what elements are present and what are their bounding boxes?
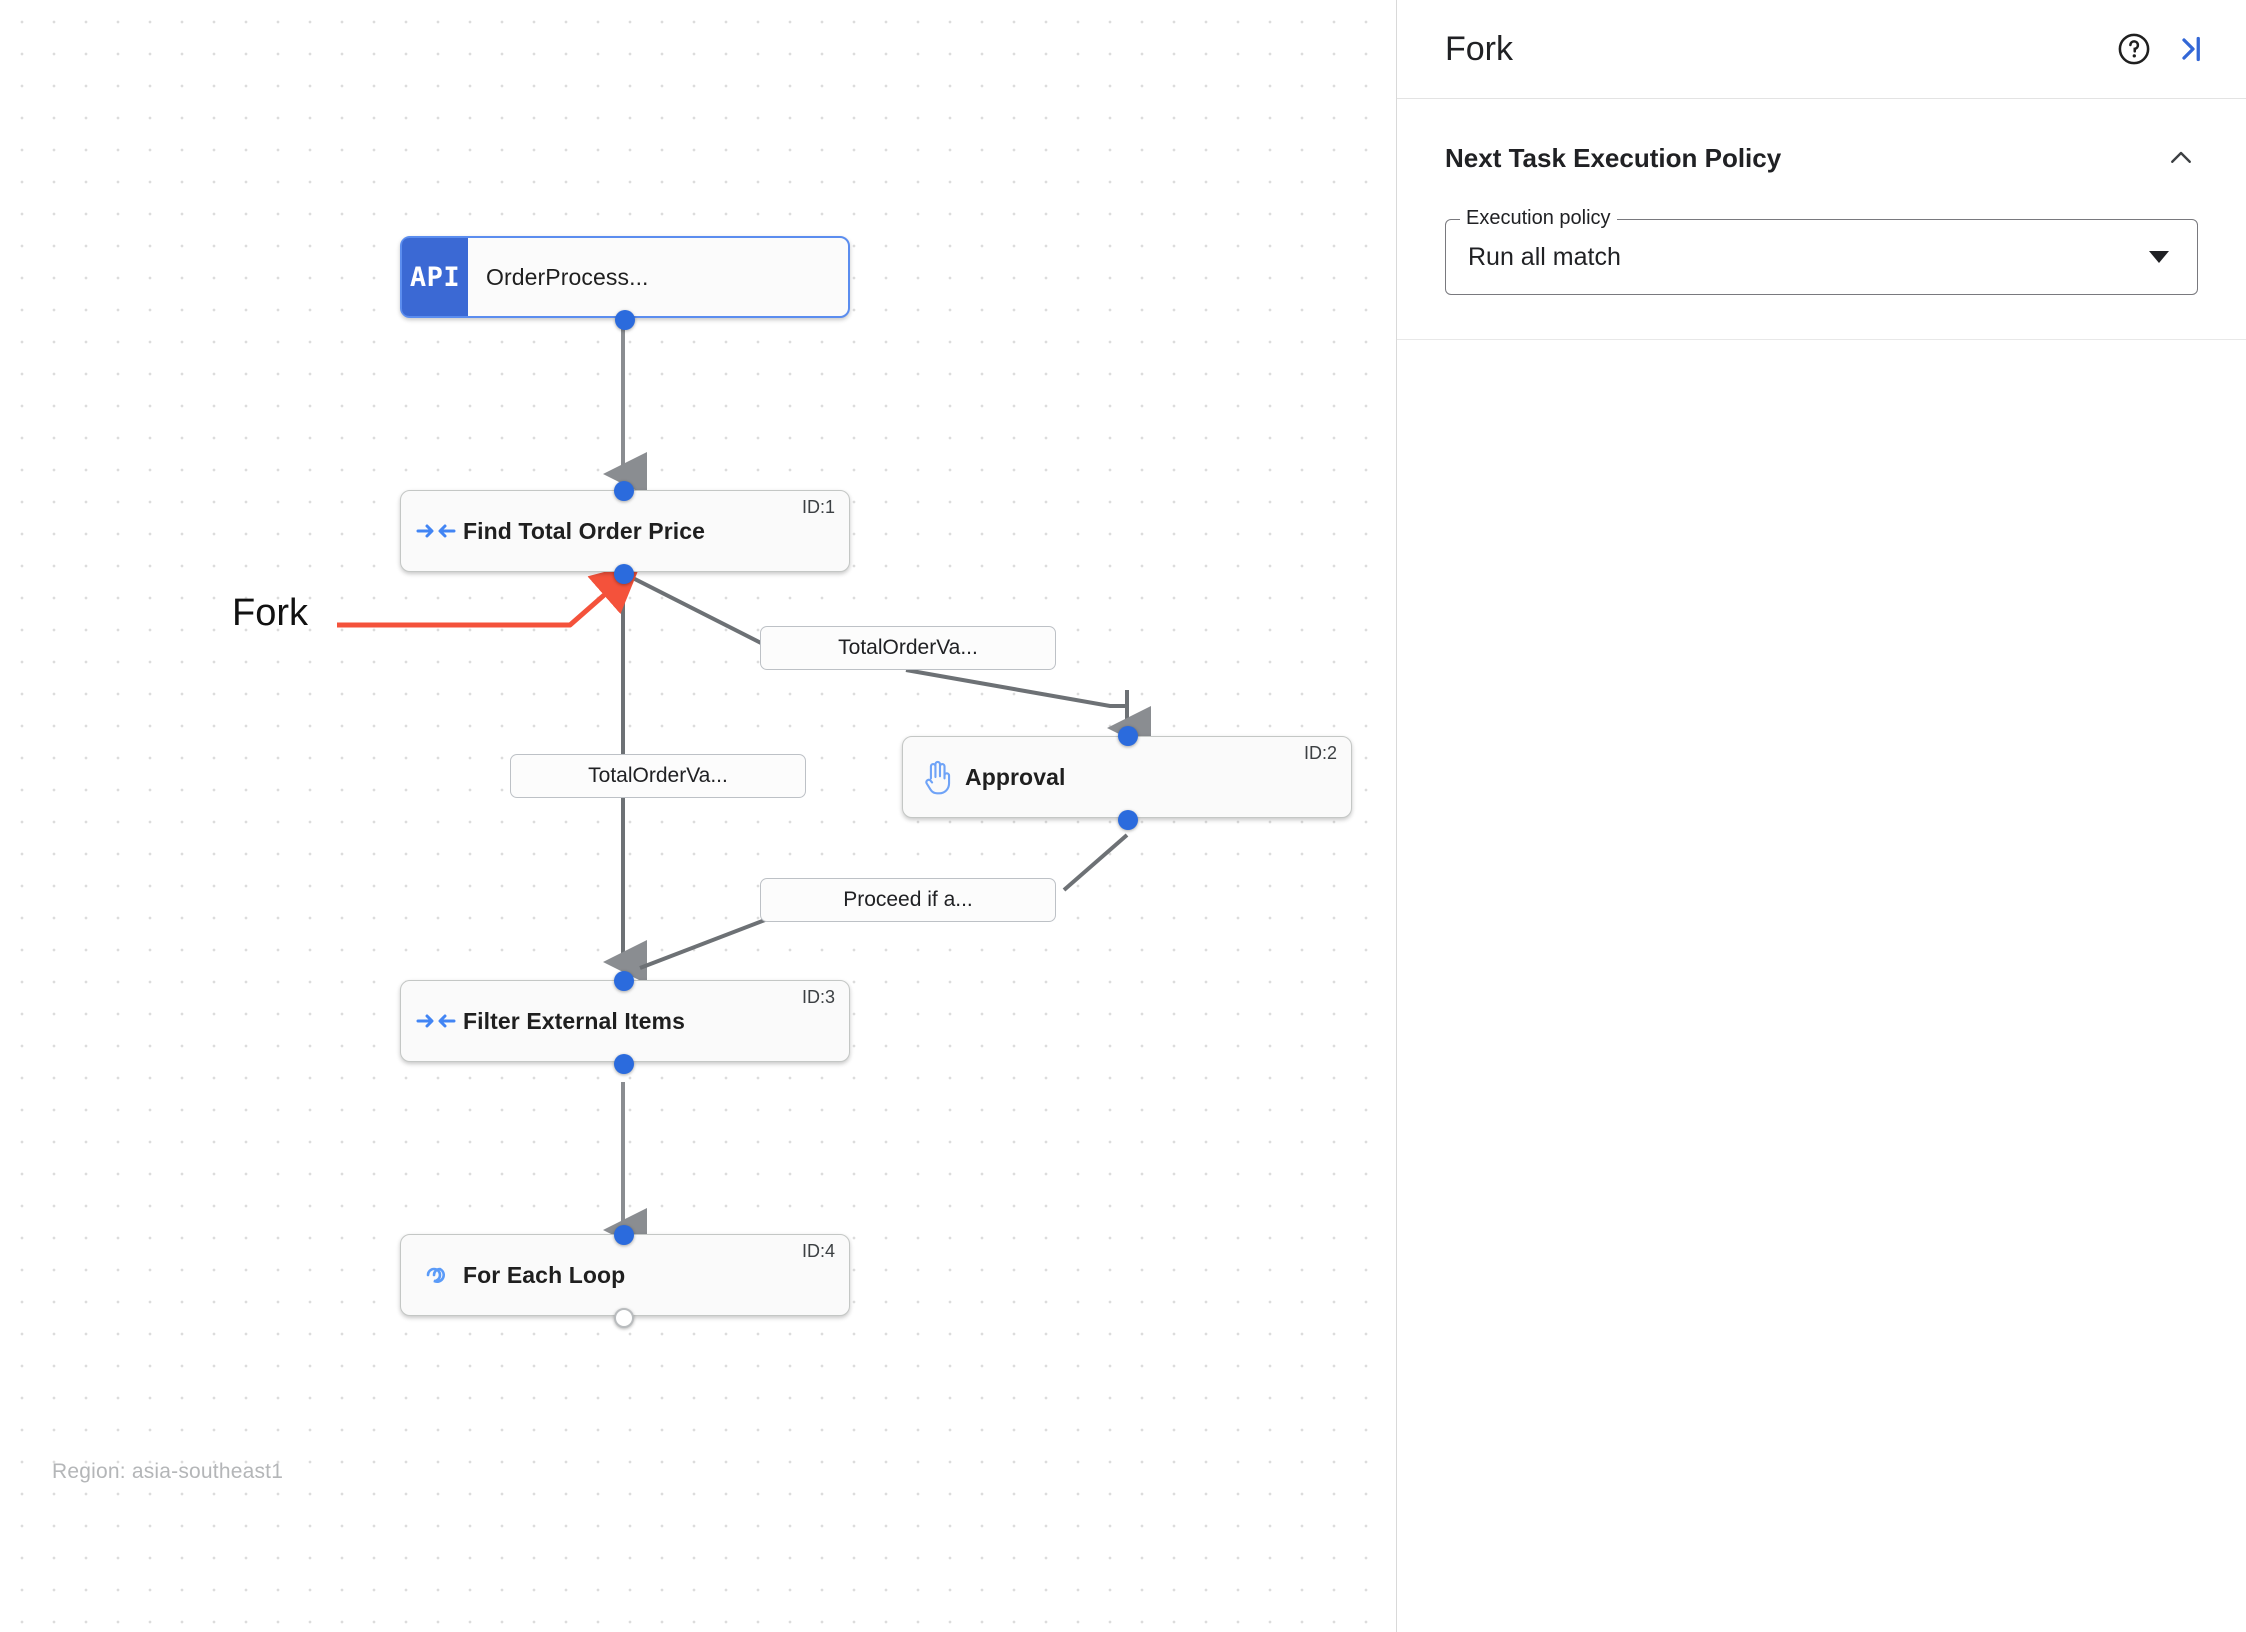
region-label: Region: asia-southeast1 [52, 1460, 284, 1483]
section-header[interactable]: Next Task Execution Policy [1445, 141, 2198, 175]
connector-out-fork[interactable] [614, 564, 634, 584]
node-approval[interactable]: Approval ID:2 [902, 726, 1352, 830]
section-next-task-execution-policy: Next Task Execution Policy Execution pol… [1397, 99, 2246, 340]
help-circle-icon[interactable] [2106, 21, 2162, 77]
infinity-icon [409, 1235, 463, 1315]
node-id-badge: ID:2 [1303, 743, 1337, 763]
connector-out-loop[interactable] [614, 1308, 634, 1328]
node-layer: API OrderProcess... Find Total Order Pri… [52, 236, 1352, 1483]
node-title: Filter External Items [463, 1007, 685, 1034]
panel-header: Fork [1397, 0, 2246, 99]
api-badge-icon: API [402, 238, 468, 316]
node-id-badge: ID:4 [801, 1241, 835, 1261]
node-title: Find Total Order Price [463, 517, 706, 544]
edge-label-approval-filter[interactable]: Proceed if a... [760, 878, 1056, 922]
connector-in[interactable] [614, 481, 634, 501]
hand-icon [911, 737, 965, 817]
edge-label-branch-direct[interactable]: TotalOrderVa... [510, 754, 806, 798]
node-for-each-loop[interactable]: For Each Loop ID:4 [400, 1225, 850, 1328]
section-title: Next Task Execution Policy [1445, 142, 1782, 173]
converge-arrows-icon [409, 491, 463, 571]
chevron-down-icon[interactable] [2149, 251, 2169, 263]
connector-in[interactable] [614, 971, 634, 991]
connector-in[interactable] [1118, 726, 1138, 746]
annotation-label-fork: Fork [232, 592, 308, 634]
execution-policy-label: Execution policy [1460, 207, 1617, 230]
panel-body: Next Task Execution Policy Execution pol… [1397, 99, 2246, 340]
edge-label-branch-approval[interactable]: TotalOrderVa... [760, 626, 1056, 670]
canvas-panel-divider [1396, 0, 1397, 1632]
connector-in[interactable] [614, 1225, 634, 1245]
node-find-total-order-price[interactable]: Find Total Order Price ID:1 [400, 481, 850, 584]
node-title: OrderProcess... [486, 263, 649, 290]
connector-out[interactable] [1118, 810, 1138, 830]
properties-panel: Fork Next Task Execution Policy [1397, 0, 2246, 1632]
collapse-panel-right-icon[interactable] [2162, 21, 2218, 77]
node-title: Approval [965, 763, 1066, 790]
connector-out[interactable] [614, 1054, 634, 1074]
panel-title: Fork [1445, 29, 1513, 68]
converge-arrows-icon [409, 981, 463, 1061]
chevron-up-icon[interactable] [2164, 141, 2198, 175]
node-title: For Each Loop [463, 1261, 626, 1288]
workflow-canvas[interactable]: API OrderProcess... Find Total Order Pri… [0, 0, 1397, 1632]
connector-out[interactable] [615, 310, 635, 330]
node-trigger-orderprocess[interactable]: API OrderProcess... [400, 236, 850, 330]
node-id-badge: ID:3 [801, 987, 835, 1007]
node-filter-external-items[interactable]: Filter External Items ID:3 [400, 971, 850, 1074]
node-id-badge: ID:1 [801, 497, 835, 517]
execution-policy-select[interactable]: Execution policy Run all match [1445, 207, 2198, 295]
execution-policy-value: Run all match [1468, 242, 1621, 271]
